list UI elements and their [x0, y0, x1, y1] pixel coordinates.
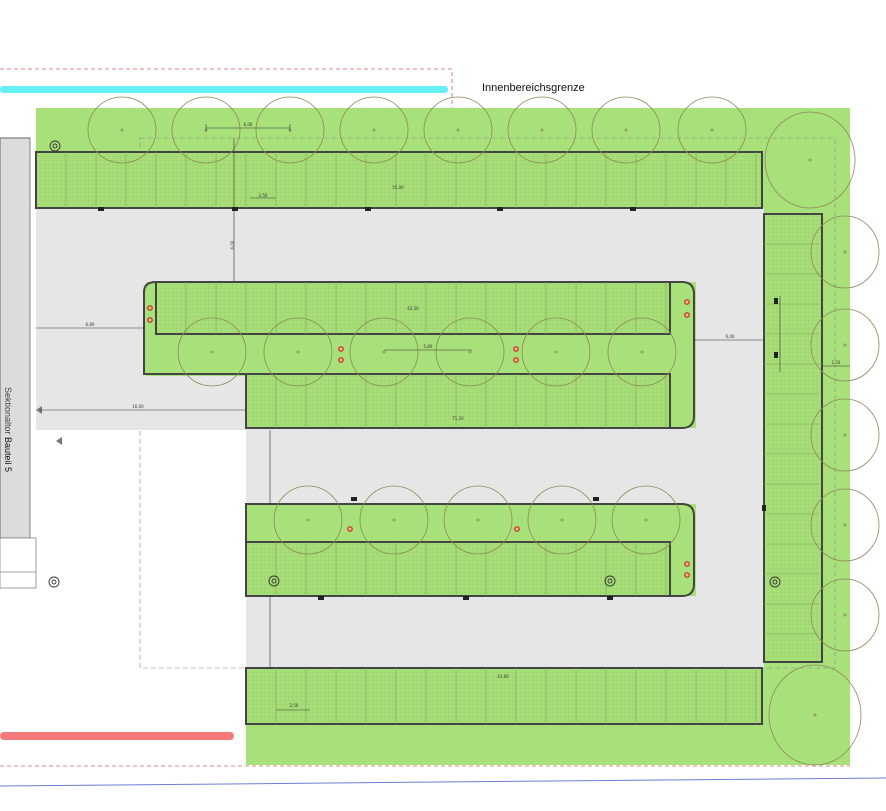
tree-center: [808, 158, 812, 162]
tree-canopy: [507, 96, 577, 164]
south-line: [0, 777, 886, 787]
tree-center: [624, 128, 628, 132]
dim-top-bay: 2,50: [259, 193, 268, 198]
tree-canopy: [255, 96, 325, 164]
tree-canopy: [611, 485, 681, 555]
tree-canopy: [87, 96, 157, 164]
parking-row-middle-upper: [155, 281, 671, 335]
dim-right-edge: 2,50: [832, 360, 841, 365]
stall-lines: [65, 152, 822, 724]
tree-center: [476, 518, 480, 522]
tree-canopy: [810, 308, 880, 382]
tree-center: [644, 518, 648, 522]
tree-center: [296, 350, 300, 354]
tree-canopy: [263, 317, 333, 387]
tree-center: [813, 713, 817, 717]
red-strip: [0, 732, 234, 740]
dim-left-gap: 6,80: [86, 322, 95, 327]
lighting-markers: [147, 299, 690, 578]
parking-row-right: [763, 213, 823, 663]
tree-canopy: [339, 96, 409, 164]
drain-symbols: [48, 140, 781, 588]
dim-top-gap: 6,00: [230, 240, 235, 249]
tree-canopy: [810, 215, 880, 289]
boundary-label: Innenbereichsgrenze: [482, 82, 585, 94]
tree-canopy: [810, 398, 880, 472]
tree-center: [843, 343, 847, 347]
tree-center: [210, 350, 214, 354]
tree-center: [640, 350, 644, 354]
tree-center: [843, 250, 847, 254]
dim-mid-gap: 5,80: [424, 344, 433, 349]
tree-canopy: [171, 96, 241, 164]
tree-canopy: [810, 578, 880, 652]
tree-canopy: [810, 488, 880, 562]
parking-rows: [35, 151, 823, 725]
tree-canopy: [435, 317, 505, 387]
tree-center: [843, 433, 847, 437]
water-strip: [0, 86, 448, 93]
parking-row-middle-lower: [245, 373, 671, 429]
tree-center: [554, 350, 558, 354]
tree-canopy: [768, 664, 862, 766]
building-label: Bauteil 5: [3, 437, 13, 473]
dim-mid-length: 42,50: [407, 306, 419, 311]
dim-top-length: 55,00: [392, 185, 404, 190]
tree-canopy: [591, 96, 661, 164]
parking-row-top: [35, 151, 763, 209]
dim-left-offset: 16,00: [132, 404, 144, 409]
tree-center: [843, 613, 847, 617]
tree-canopy: [443, 485, 513, 555]
building-bauteil-5: [0, 137, 31, 539]
tree-canopy: [349, 317, 419, 387]
dim-right-gap: 6,00: [726, 334, 735, 339]
tree-canopy: [177, 317, 247, 387]
tree-canopy: [677, 96, 747, 164]
dimension-lines: [36, 124, 850, 711]
tree-canopy: [607, 317, 677, 387]
tree-canopy: [423, 96, 493, 164]
parking-row-lower: [245, 541, 671, 597]
building-annex: [0, 537, 37, 589]
tree-center: [456, 128, 460, 132]
dim-lower-length: 71,10: [452, 416, 464, 421]
property-boundary: [0, 68, 453, 108]
tree-center: [392, 518, 396, 522]
tree-canopy: [273, 485, 343, 555]
driveway: [36, 208, 764, 668]
tree-center: [306, 518, 310, 522]
gate-arrow-2: [56, 437, 62, 445]
dim-bottom-length: 43,00: [497, 674, 509, 679]
tree-canopy: [764, 111, 856, 209]
tree-center: [372, 128, 376, 132]
tree-center: [540, 128, 544, 132]
tree-canopy: [359, 485, 429, 555]
tree-canopy: [521, 317, 591, 387]
dim-bottom-bay: 2,50: [290, 703, 299, 708]
tree-canopy: [527, 485, 597, 555]
gate-arrow-1: [36, 406, 42, 414]
gate-label: Sektionaltor: [3, 387, 13, 435]
bollards: [98, 207, 778, 600]
tree-center: [382, 350, 386, 354]
tree-center: [710, 128, 714, 132]
trees: [87, 96, 880, 766]
tree-center: [468, 350, 472, 354]
parking-row-bottom: [245, 667, 763, 725]
tree-center: [843, 523, 847, 527]
dim-top-width: 6,00: [244, 122, 253, 127]
tree-center: [560, 518, 564, 522]
tree-center: [120, 128, 124, 132]
